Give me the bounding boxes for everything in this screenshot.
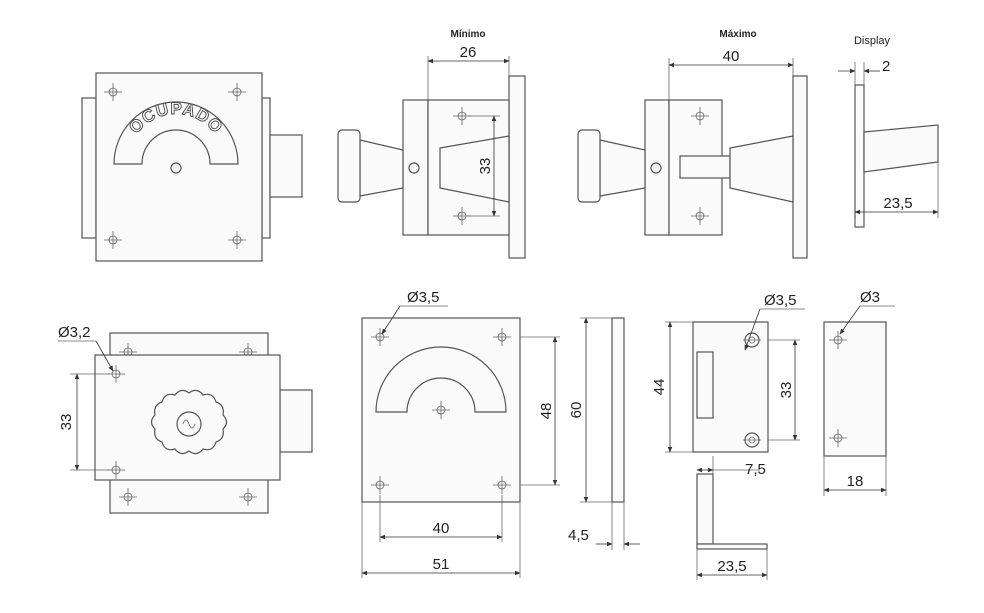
keeper-view: Ø3,5 44 33 7,5 23,5 xyxy=(651,292,805,580)
dim-33-keeper: 33 xyxy=(778,382,795,399)
lock-side-view-minimum: Mínimo 26 33 xyxy=(337,29,526,259)
dim-phi-3: Ø3 xyxy=(860,289,880,306)
dim-40-plate: 40 xyxy=(433,520,450,537)
dim-2: 2 xyxy=(882,58,890,75)
display-side-view: Display 2 23,5 xyxy=(838,35,939,228)
maximo-label: Máximo xyxy=(719,29,756,40)
dim-60: 60 xyxy=(568,402,585,419)
dim-7-5: 7,5 xyxy=(745,461,766,478)
dim-phi-3-5-plate: Ø3,5 xyxy=(407,289,440,306)
dim-23-5-keeper: 23,5 xyxy=(717,558,746,575)
dim-48: 48 xyxy=(538,403,555,420)
display-label: Display xyxy=(854,35,891,47)
dim-4-5: 4,5 xyxy=(568,527,589,544)
dim-51: 51 xyxy=(433,556,450,573)
dim-phi-3-2: Ø3,2 xyxy=(58,324,91,341)
plate-side-view: 60 4,5 xyxy=(568,317,640,550)
outer-plate-view: Ø3,5 48 40 51 xyxy=(361,289,560,578)
minimo-label: Mínimo xyxy=(451,29,486,40)
dim-18: 18 xyxy=(847,473,864,490)
dim-33-front: 33 xyxy=(58,414,75,431)
dim-44: 44 xyxy=(651,379,668,396)
dim-40-top: 40 xyxy=(723,48,740,65)
dim-23-5-display: 23,5 xyxy=(883,195,912,212)
dim-33-side: 33 xyxy=(477,158,494,175)
dim-26: 26 xyxy=(460,44,477,61)
dim-phi-3-5-keeper: Ø3,5 xyxy=(764,292,797,309)
small-keeper-view: Ø3 18 xyxy=(823,289,895,496)
lock-face-view: OCUPADO xyxy=(81,72,303,262)
lock-knob-view: Ø3,2 33 xyxy=(58,324,313,514)
lock-side-view-maximum: Máximo 40 xyxy=(577,29,808,259)
